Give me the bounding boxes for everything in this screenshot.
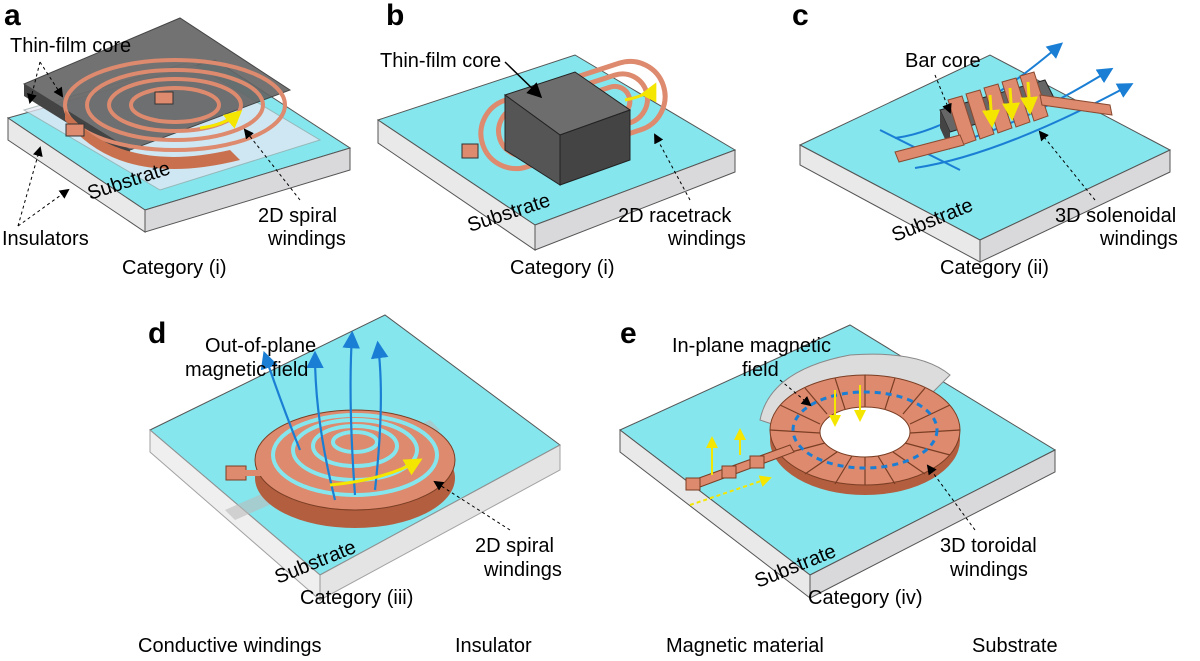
label-winding-d-1: 2D spiral — [475, 535, 554, 557]
category-c: Category (ii) — [940, 257, 1049, 279]
label-winding-e-2: windings — [949, 559, 1028, 581]
legend: Conductive windings Insulator Magnetic m… — [138, 635, 1058, 657]
spiral-winding-d — [225, 409, 456, 528]
label-core-a: Thin-film core — [10, 35, 131, 57]
pointer-winding-c — [1038, 130, 1096, 201]
current-arrow-d — [329, 458, 423, 487]
panel-e: e — [619, 317, 1057, 609]
pointer-ins-a-1 — [17, 188, 70, 227]
label-winding-b-1: 2D racetrack — [618, 205, 732, 227]
pointer-winding-a — [243, 128, 301, 201]
pointer-field-e — [779, 379, 812, 407]
pointer-winding-b — [654, 133, 691, 201]
legend-item-magnetic-material: Magnetic material — [666, 635, 824, 657]
spiral-winding-a — [63, 58, 287, 169]
field-lines-d — [260, 330, 389, 501]
pointer-core-c — [934, 74, 952, 114]
pointer-winding-e — [926, 464, 976, 531]
legend-item-insulator: Insulator — [455, 635, 532, 657]
leads-e — [685, 444, 795, 491]
label-field-e-2: field — [742, 359, 779, 381]
label-field-e-1: In-plane magnetic — [672, 335, 831, 357]
legend-item-conductive-windings: Conductive windings — [138, 635, 321, 657]
current-arrows-c — [982, 81, 1038, 128]
pad-b — [461, 143, 479, 159]
category-b: Category (i) — [510, 257, 614, 279]
label-insulators-a: Insulators — [2, 228, 89, 250]
label-winding-e-1: 3D toroidal — [940, 535, 1037, 557]
current-arrow-b — [624, 82, 657, 103]
pad-a-center — [154, 91, 174, 105]
label-core-c: Bar core — [905, 50, 981, 72]
label-winding-b-2: windings — [667, 228, 746, 250]
label-winding-a-1: 2D spiral — [258, 205, 337, 227]
panel-letter-e: e — [620, 317, 637, 350]
label-field-d-1: Out-of-plane — [205, 335, 316, 357]
pointer-ins-a-2 — [17, 146, 43, 227]
pointer-core-a-2 — [27, 61, 41, 104]
label-winding-c-2: windings — [1099, 228, 1178, 250]
category-e: Category (iv) — [808, 587, 922, 609]
category-d: Category (iii) — [300, 587, 413, 609]
panel-d: d Out-of-plane magnetic field Substrate — [148, 314, 562, 609]
label-core-b: Thin-film core — [380, 50, 501, 72]
panel-letter-b: b — [386, 0, 404, 32]
panel-letter-c: c — [792, 0, 809, 32]
current-arrow-a — [199, 110, 243, 130]
pointer-core-a-1 — [39, 61, 64, 98]
category-a: Category (i) — [122, 257, 226, 279]
pad-a-outer — [65, 123, 85, 137]
label-field-d-2: magnetic field — [185, 359, 308, 381]
panel-letter-a: a — [4, 0, 21, 32]
panel-b: b Thin-film core Substrate 2D racetrack … — [376, 0, 746, 279]
legend-item-substrate: Substrate — [972, 635, 1058, 657]
panel-a: a Thin-film core Insulators — [2, 0, 352, 279]
pointer-core-b — [504, 61, 543, 99]
pointer-winding-d — [433, 480, 511, 531]
label-winding-c-1: 3D solenoidal — [1055, 205, 1176, 227]
field-loop-e — [791, 390, 939, 470]
current-arrows-e — [689, 385, 866, 506]
label-winding-d-2: windings — [483, 559, 562, 581]
panel-c: c — [792, 0, 1178, 279]
label-winding-a-2: windings — [267, 228, 346, 250]
panel-letter-d: d — [148, 317, 166, 350]
